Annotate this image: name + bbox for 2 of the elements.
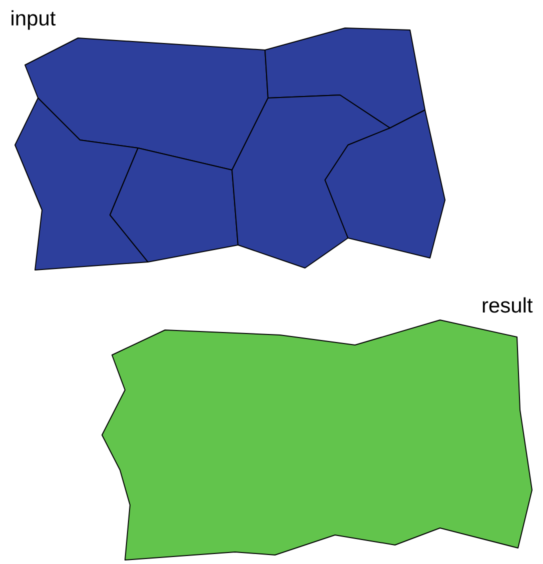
panel-label: input xyxy=(12,10,56,30)
panel-label: result xyxy=(482,297,533,313)
